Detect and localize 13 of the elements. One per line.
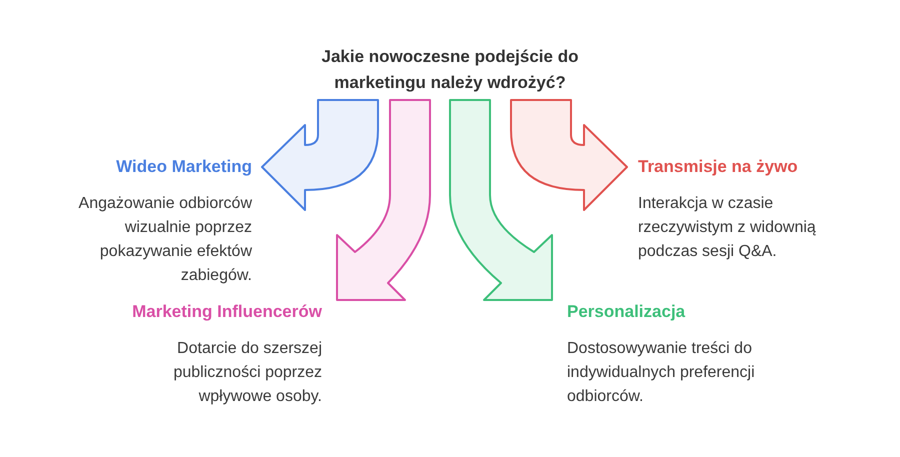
option-description: Dotarcie do szerszej publiczności poprzez wpływowe osoby. <box>172 339 322 407</box>
option-description: Dostosowywanie treści do indywidualnych preferencji odbiorców. <box>567 339 756 407</box>
curved-arrow <box>261 99 379 211</box>
option-heading: Personalizacja <box>567 301 686 323</box>
option-heading: Transmisje na żywo <box>638 156 799 178</box>
question-text: Jakie nowoczesne podejście do marketingu należy wdrożyć? <box>320 46 580 94</box>
option-heading: Marketing Influencerów <box>131 301 322 323</box>
curved-arrow <box>449 99 553 301</box>
option-heading: Wideo Marketing <box>115 156 252 178</box>
option-description: Angażowanie odbiorców wizualnie poprzez pokazywanie efektów zabiegów. <box>78 194 252 286</box>
option-description: Interakcja w czasie rzeczywistym z widownią podczas sesji Q&A. <box>638 194 817 262</box>
curved-arrow <box>336 99 431 301</box>
curved-arrow <box>510 99 628 211</box>
